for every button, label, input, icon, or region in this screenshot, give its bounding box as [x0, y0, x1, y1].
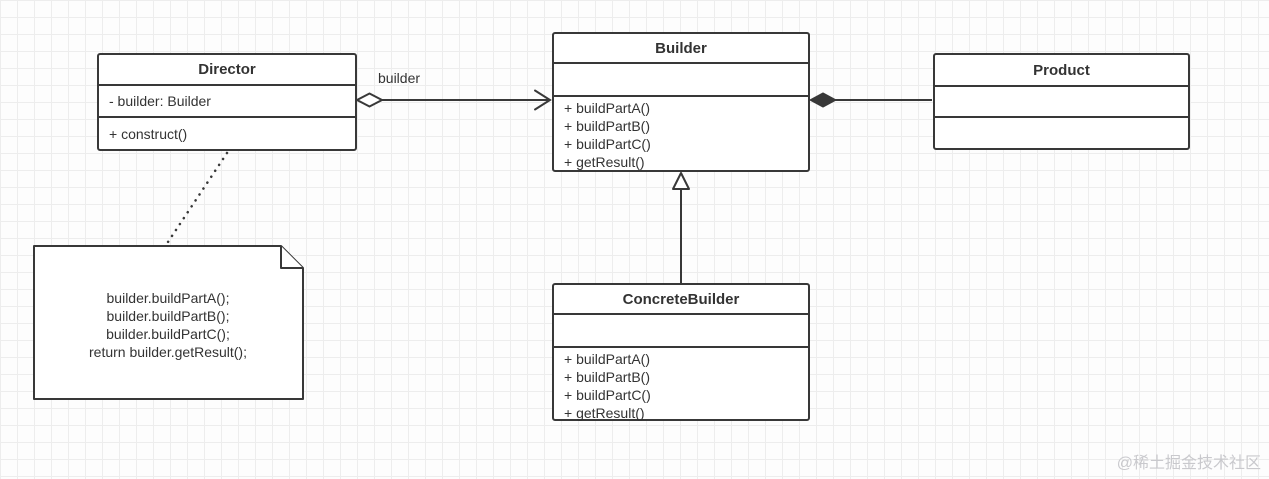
note: builder.buildPartA(); builder.buildPartB…: [40, 289, 296, 361]
class-method: + buildPartC(): [564, 387, 651, 403]
concretebuilder-attributes-section: [554, 315, 808, 348]
director-note-dotted-line: [164, 151, 229, 247]
builder-methods-section: + buildPartA() + buildPartB() + buildPar…: [554, 97, 808, 170]
class-attribute: - builder: Builder: [109, 93, 211, 109]
director-attributes-section: - builder: Builder: [99, 86, 355, 118]
open-arrowhead-icon: [534, 89, 552, 111]
class-method: + buildPartA(): [564, 100, 650, 116]
open-diamond-icon: [356, 92, 383, 108]
class-box-concretebuilder: ConcreteBuilder + buildPartA() + buildPa…: [552, 283, 810, 421]
concretebuilder-methods-section: + buildPartA() + buildPartB() + buildPar…: [554, 348, 808, 421]
class-method: + buildPartB(): [564, 118, 650, 134]
product-methods-section: [935, 118, 1188, 148]
class-title-product: Product: [935, 55, 1188, 87]
note-line: builder.buildPartC();: [106, 326, 230, 342]
class-title-director: Director: [99, 55, 355, 86]
edge-label-builder: builder: [378, 70, 421, 86]
director-methods-section: + construct(): [99, 118, 355, 149]
class-box-director: Director - builder: Builder + construct(…: [97, 53, 357, 151]
watermark: @稀土掘金技术社区: [1116, 455, 1261, 472]
class-method: + construct(): [109, 125, 188, 142]
director-builder-aggregation-edge: [356, 89, 552, 111]
class-method: + buildPartA(): [564, 351, 650, 367]
class-box-builder: Builder + buildPartA() + buildPartB() + …: [552, 32, 810, 172]
class-method: + buildPartB(): [564, 369, 650, 385]
builder-product-composition-edge: [809, 92, 932, 108]
hollow-triangle-arrowhead-icon: [672, 172, 690, 190]
class-box-product: Product: [933, 53, 1190, 150]
class-method: + getResult(): [564, 154, 645, 170]
builder-attributes-section: [554, 64, 808, 97]
class-title-concretebuilder: ConcreteBuilder: [554, 285, 808, 315]
class-method: + getResult(): [564, 405, 645, 421]
filled-diamond-icon: [809, 92, 837, 108]
concretebuilder-builder-generalization-edge: [672, 172, 690, 283]
note-line: builder.buildPartB();: [106, 308, 230, 324]
class-method: + buildPartC(): [564, 136, 651, 152]
product-attributes-section: [935, 87, 1188, 118]
note-line: builder.buildPartA();: [106, 290, 230, 306]
note-line: return builder.getResult();: [89, 344, 247, 360]
class-title-builder: Builder: [554, 34, 808, 64]
